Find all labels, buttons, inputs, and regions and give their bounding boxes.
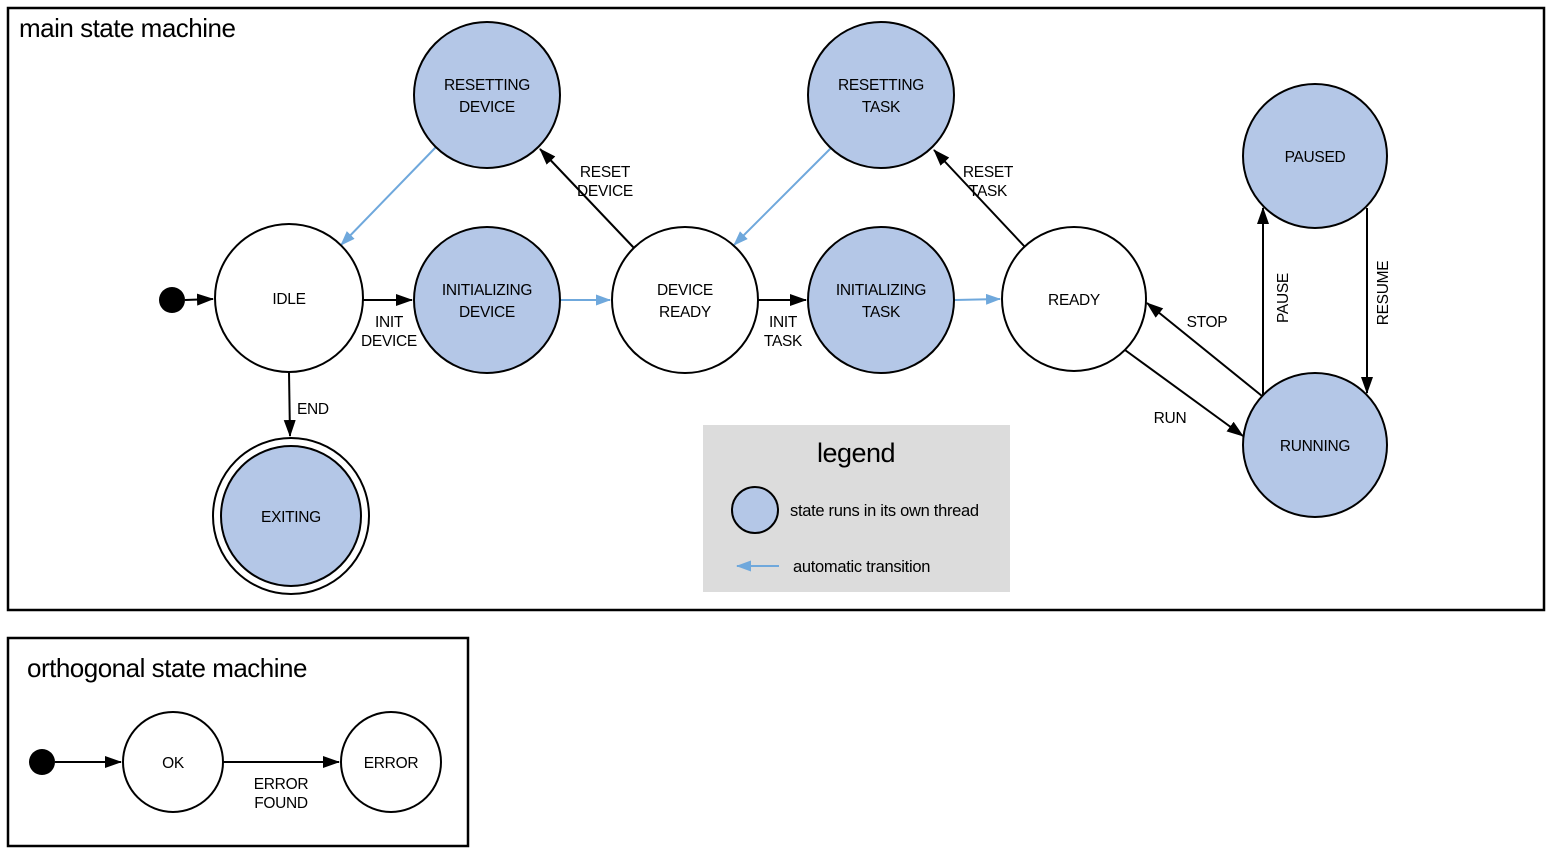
transition-init-device: INIT DEVICE <box>361 294 417 350</box>
transition-label: FOUND <box>254 795 308 812</box>
legend-title: legend <box>817 438 895 468</box>
state-exiting-final: EXITING <box>212 437 370 595</box>
state-initializing-device: INITIALIZING DEVICE <box>413 226 561 374</box>
state-label: OK <box>162 755 185 772</box>
transition-label: STOP <box>1187 314 1228 331</box>
transition-label: END <box>297 401 329 418</box>
transition-label: TASK <box>764 333 803 350</box>
transition-label: INIT <box>375 314 404 331</box>
auto-transition-resetting-device-to-idle <box>340 146 437 246</box>
transition-pause: PAUSE <box>1257 207 1292 395</box>
auto-transition-resetting-task-to-device-ready <box>733 147 832 246</box>
state-ready: READY <box>1001 226 1147 372</box>
state-running: RUNNING <box>1242 372 1388 518</box>
state-label: READY <box>1048 292 1100 309</box>
state-label: DEVICE <box>459 99 515 116</box>
main-frame-title: main state machine <box>19 13 235 43</box>
transition-run: RUN <box>1124 349 1244 437</box>
transition-resume: RESUME <box>1361 208 1392 394</box>
state-label: DEVICE <box>459 304 515 321</box>
state-label: DEVICE <box>657 282 713 299</box>
state-error: ERROR <box>340 711 442 813</box>
state-label: TASK <box>862 304 901 321</box>
legend-thread-label: state runs in its own thread <box>790 502 979 520</box>
state-label: IDLE <box>272 291 305 308</box>
transition-reset-device: RESET DEVICE <box>539 148 635 249</box>
legend-auto-label: automatic transition <box>793 558 930 576</box>
transition-error-found: ERROR FOUND <box>223 756 340 812</box>
transition-initial-to-idle <box>184 293 214 306</box>
state-label: RESETTING <box>444 77 530 94</box>
orthogonal-initial-state-dot <box>29 749 55 775</box>
state-idle: IDLE <box>214 223 364 373</box>
state-label: RUNNING <box>1280 438 1350 455</box>
transition-label: ERROR <box>254 776 309 793</box>
main-frame <box>6 6 1546 612</box>
transition-label: PAUSE <box>1275 273 1292 323</box>
state-ok: OK <box>122 711 224 813</box>
transition-label: TASK <box>969 183 1008 200</box>
initial-state-dot <box>159 287 185 313</box>
state-label: EXITING <box>261 509 321 526</box>
state-device-ready: DEVICE READY <box>611 226 759 374</box>
orthogonal-frame-title: orthogonal state machine <box>27 653 307 683</box>
transition-label: DEVICE <box>361 333 417 350</box>
auto-transition-initializing-task-to-ready <box>954 293 1001 305</box>
state-label: READY <box>659 304 711 321</box>
transition-label: RESET <box>963 164 1014 181</box>
state-label: INITIALIZING <box>836 282 926 299</box>
transition-init-task: INIT TASK <box>758 294 807 350</box>
state-paused: PAUSED <box>1242 83 1388 229</box>
transition-reset-task: RESET TASK <box>933 149 1026 248</box>
state-initializing-task: INITIALIZING TASK <box>807 226 955 374</box>
state-label: RESETTING <box>838 77 924 94</box>
legend: legend state runs in its own thread auto… <box>703 425 1010 592</box>
legend-thread-state-icon <box>731 486 779 534</box>
transition-end: END <box>283 371 329 437</box>
transition-stop: STOP <box>1146 302 1263 397</box>
state-resetting-task: RESETTING TASK <box>807 21 955 169</box>
transition-label: RESUME <box>1375 261 1392 326</box>
state-label: TASK <box>862 99 901 116</box>
transition-label: INIT <box>769 314 798 331</box>
transition-label: RUN <box>1154 410 1187 427</box>
state-label: ERROR <box>364 755 419 772</box>
transition-label: RESET <box>580 164 631 181</box>
state-resetting-device: RESETTING DEVICE <box>413 21 561 169</box>
state-label: INITIALIZING <box>442 282 532 299</box>
orthogonal-frame <box>6 636 470 848</box>
transition-label: DEVICE <box>577 183 633 200</box>
state-label: PAUSED <box>1285 149 1346 166</box>
